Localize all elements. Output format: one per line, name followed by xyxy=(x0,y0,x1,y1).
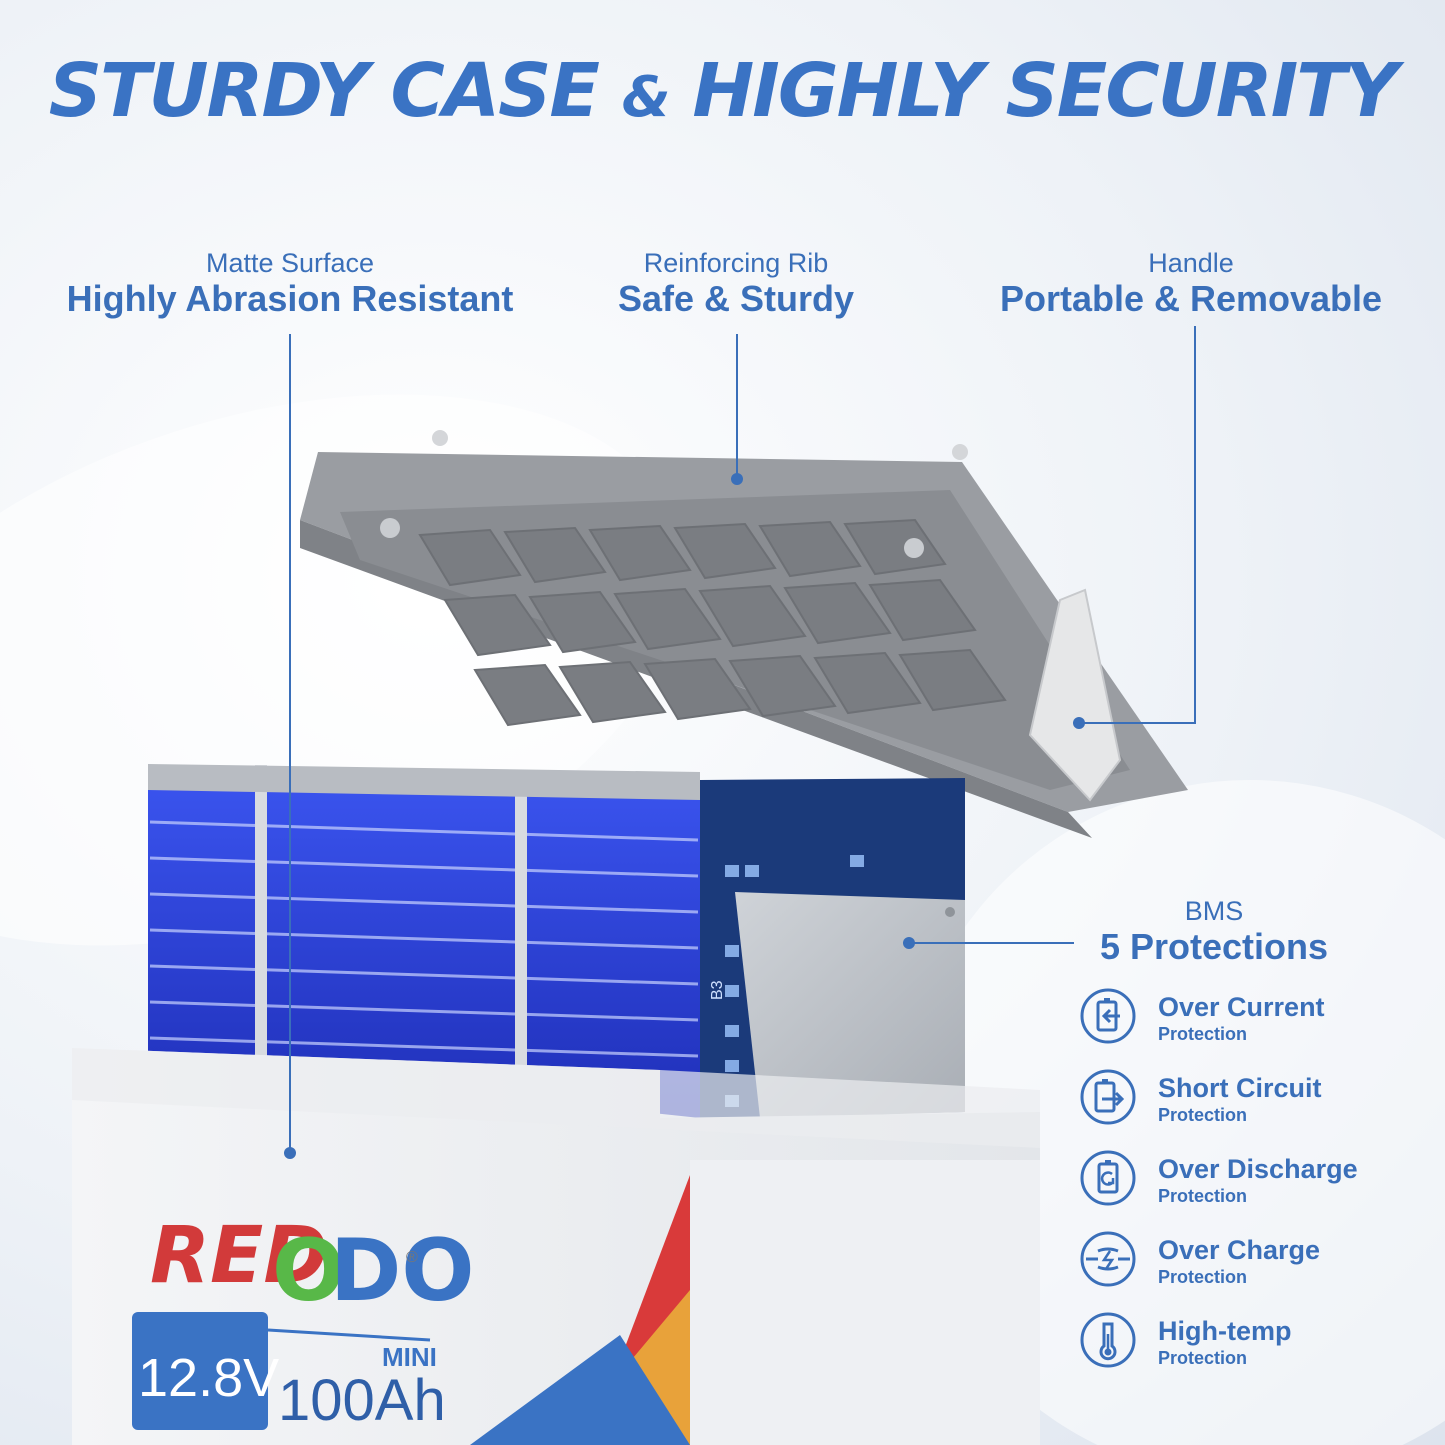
callout-rib: Reinforcing Rib Safe & Sturdy xyxy=(560,248,912,320)
brand-blue: DO xyxy=(330,1221,475,1321)
leader-line-surface xyxy=(289,334,291,1152)
callout-bms-sub: BMS xyxy=(1184,896,1244,926)
protection-name: Short Circuit xyxy=(1158,1073,1322,1103)
title-ampersand: & xyxy=(621,65,671,130)
protection-desc: Protection xyxy=(1158,1186,1248,1206)
brand-red: RED xyxy=(150,1211,328,1301)
capacity-label: 100Ah xyxy=(278,1368,446,1433)
leader-line-rib xyxy=(736,334,738,478)
leader-line-bms xyxy=(912,942,1074,944)
protection-desc: Protection xyxy=(1158,1267,1248,1287)
leader-dot-rib xyxy=(731,473,743,485)
voltage-label: 12.8V xyxy=(138,1348,279,1408)
protection-desc: Protection xyxy=(1158,1024,1248,1044)
brand-mark: ® xyxy=(406,1249,418,1266)
protection-name: High-temp xyxy=(1158,1316,1292,1346)
callout-handle: Handle Portable & Removable xyxy=(996,248,1386,320)
callout-handle-main: Portable & Removable xyxy=(999,278,1383,319)
protection-desc: Protection xyxy=(1158,1105,1248,1125)
page-title: STURDY CASE & HIGHLY SECURITY xyxy=(0,48,1445,134)
callout-surface-main: Highly Abrasion Resistant xyxy=(66,278,514,319)
callout-handle-sub: Handle xyxy=(1148,248,1234,278)
leader-dot-surface xyxy=(284,1147,296,1159)
short-circuit-icon xyxy=(1080,1069,1136,1125)
thermometer-icon xyxy=(1080,1312,1136,1368)
callout-rib-sub: Reinforcing Rib xyxy=(643,248,829,278)
title-part-1: STURDY CASE xyxy=(48,48,600,134)
leader-line-handle-h xyxy=(1080,722,1196,724)
over-charge-icon xyxy=(1080,1231,1136,1287)
callout-rib-main: Safe & Sturdy xyxy=(617,278,855,319)
over-discharge-icon xyxy=(1080,1150,1136,1206)
leader-dot-bms xyxy=(903,937,915,949)
battery-lid xyxy=(300,430,1188,838)
model-label: MINI xyxy=(382,1342,437,1372)
callout-bms-main: 5 Protections xyxy=(1099,926,1329,967)
leader-dot-handle xyxy=(1073,717,1085,729)
callout-surface: Matte Surface Highly Abrasion Resistant xyxy=(50,248,530,320)
callout-bms: BMS 5 Protections xyxy=(1078,896,1350,968)
protection-name: Over Charge xyxy=(1158,1235,1321,1265)
callout-surface-sub: Matte Surface xyxy=(205,248,375,278)
battery-cells: B3 xyxy=(148,764,965,1118)
over-current-icon xyxy=(1080,988,1136,1044)
leader-line-handle xyxy=(1194,326,1196,724)
protection-name: Over Current xyxy=(1158,992,1325,1022)
title-part-2: HIGHLY SECURITY xyxy=(692,48,1398,134)
protection-desc: Protection xyxy=(1158,1348,1248,1368)
pcb-label: B3 xyxy=(709,980,726,1000)
battery-label: RED O DO ® 12.8V 100Ah MINI xyxy=(132,1211,475,1433)
protection-name: Over Discharge xyxy=(1158,1154,1358,1184)
brand-green: O xyxy=(272,1221,345,1321)
battery-case xyxy=(72,1048,1040,1445)
